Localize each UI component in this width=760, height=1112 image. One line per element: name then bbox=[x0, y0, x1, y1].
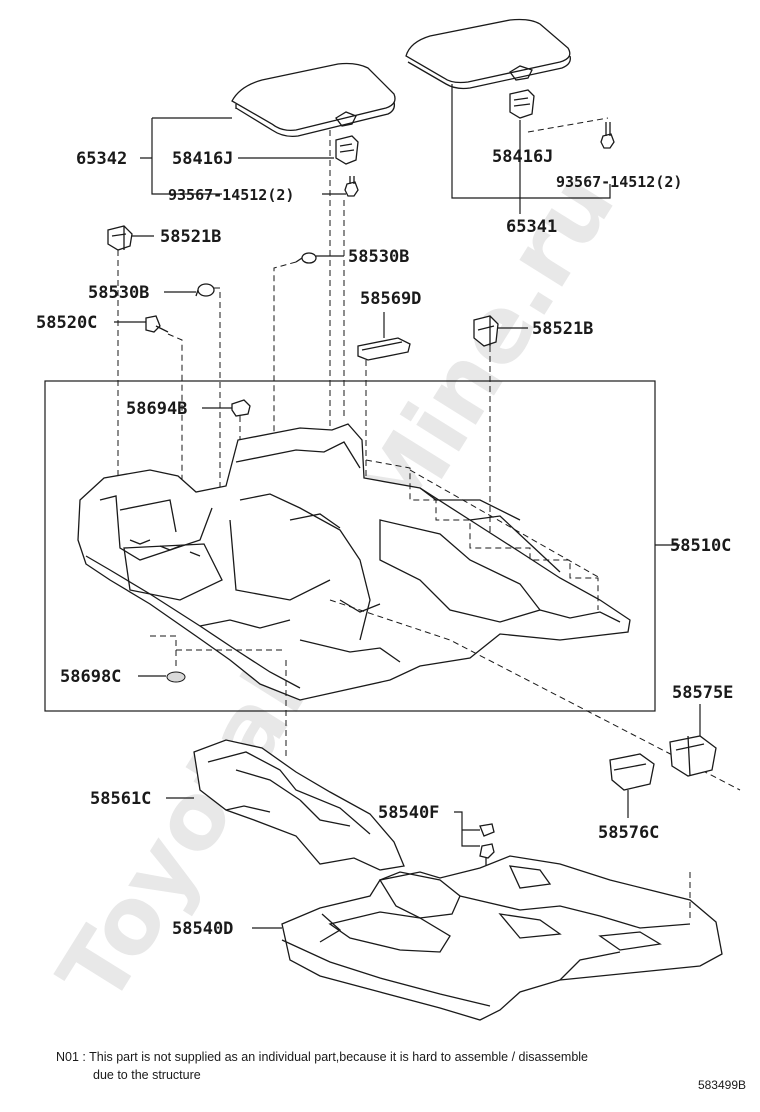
label-58694b: 58694B bbox=[126, 399, 187, 419]
grommet-58530b-top bbox=[295, 252, 317, 264]
label-65341: 65341 bbox=[506, 217, 557, 237]
label-58530b-top: 58530B bbox=[348, 247, 409, 267]
diagram-code: 583499B bbox=[697, 1078, 746, 1092]
footnote-line-1: N01 : This part is not supplied as an in… bbox=[56, 1050, 589, 1064]
grommet-58530b-left bbox=[195, 283, 215, 297]
label-58575e: 58575E bbox=[672, 683, 733, 703]
bolt-93567-left bbox=[344, 176, 359, 197]
fastener-58540f bbox=[479, 823, 495, 870]
bracket-65342 bbox=[140, 117, 232, 195]
carpet-58561c bbox=[193, 739, 405, 871]
clip-58521b-left bbox=[107, 225, 133, 251]
footnote-line-2: due to the structure bbox=[93, 1068, 201, 1082]
label-58530b-left: 58530B bbox=[88, 283, 149, 303]
bracket-65341 bbox=[451, 84, 611, 214]
label-58576c: 58576C bbox=[598, 823, 659, 843]
block-58576c bbox=[609, 753, 655, 791]
footnote: N01 : This part is not supplied as an in… bbox=[56, 1048, 588, 1084]
undercover-58540d bbox=[281, 855, 723, 1021]
label-93567-left: 93567-14512(2) bbox=[168, 186, 294, 204]
label-58540f: 58540F bbox=[378, 803, 439, 823]
label-58698c: 58698C bbox=[60, 667, 121, 687]
pad-58698c bbox=[166, 671, 186, 683]
label-58416j-left: 58416J bbox=[172, 149, 233, 169]
clip-58416j-right bbox=[509, 89, 535, 119]
label-65342: 65342 bbox=[76, 149, 127, 169]
bolt-93567-right bbox=[600, 122, 615, 149]
label-58520c: 58520C bbox=[36, 313, 97, 333]
label-58569d: 58569D bbox=[360, 289, 421, 309]
label-58540d: 58540D bbox=[172, 919, 233, 939]
lid-left-part bbox=[231, 62, 396, 138]
carpet-frame bbox=[44, 380, 656, 712]
clip-58521b-right bbox=[473, 315, 499, 347]
label-93567-right: 93567-14512(2) bbox=[556, 173, 682, 191]
label-58416j-right: 58416J bbox=[492, 147, 553, 167]
clip-58416j-left bbox=[335, 135, 359, 165]
block-58575e bbox=[669, 735, 717, 777]
label-58510c: 58510C bbox=[670, 536, 731, 556]
lid-right-part bbox=[405, 18, 571, 90]
label-58521b-left: 58521B bbox=[160, 227, 221, 247]
plate-58569d bbox=[357, 337, 411, 361]
clip-58520c bbox=[145, 315, 169, 333]
floor-carpet-58510c bbox=[77, 423, 631, 701]
label-58561c: 58561C bbox=[90, 789, 151, 809]
label-58521b-right: 58521B bbox=[532, 319, 593, 339]
clip-58694b bbox=[231, 399, 251, 417]
